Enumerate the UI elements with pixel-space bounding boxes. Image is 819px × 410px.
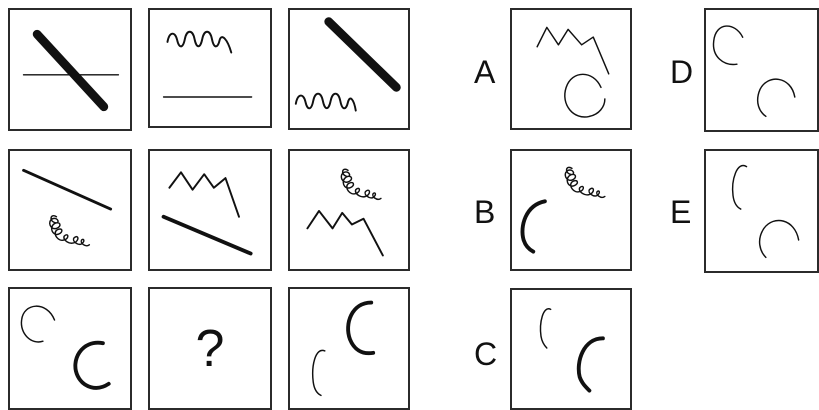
bold-arc-and-thin-hook-figure [312,300,376,397]
matrix-cell-r1c1 [8,8,132,131]
option-b-label: B [474,194,496,230]
option-a-box[interactable] [510,8,632,130]
thin-arc-and-bold-arc-figure [20,305,111,390]
option-e-box[interactable] [704,149,819,273]
matrix-cell-r2c2 [148,149,272,271]
matrix-cell-r2c1 [8,149,132,271]
wavy-line-over-thin-line-figure [162,30,253,98]
option-b-box[interactable] [510,149,632,271]
option-c-label: C [474,336,498,372]
matrix-cell-r1c3 [288,8,410,130]
question-mark: ? [195,319,225,378]
matrix-cell-r2c3 [288,149,410,271]
matrix-cell-r1c2 [148,8,272,128]
option-d-label: D [670,54,694,90]
two-thin-arcs-figure [712,25,796,118]
bold-line-over-thin-line-figure [22,29,120,112]
matrix-cell-r3c2-missing: ? [148,287,272,410]
curly-scribble-and-zigzag-figure [306,168,384,257]
option-a-label: A [474,54,496,90]
thin-line-and-curly-scribble-figure [22,168,113,247]
option-d-box[interactable] [704,8,819,132]
zigzag-and-bold-line-figure [161,171,253,256]
option-c-box[interactable] [510,288,632,410]
bold-line-and-wavy-line-figure [294,17,401,112]
zigzag-and-thin-arc-figure [536,26,610,118]
matrix-cell-r3c3 [288,287,410,410]
matrix-cell-r3c1 [8,287,132,410]
bold-arc-and-curly-scribble-figure [520,166,606,254]
thin-hook-and-bold-arc-figure [539,308,605,393]
option-e-label: E [670,194,692,230]
thin-hook-and-thin-arc-figure [731,164,800,259]
